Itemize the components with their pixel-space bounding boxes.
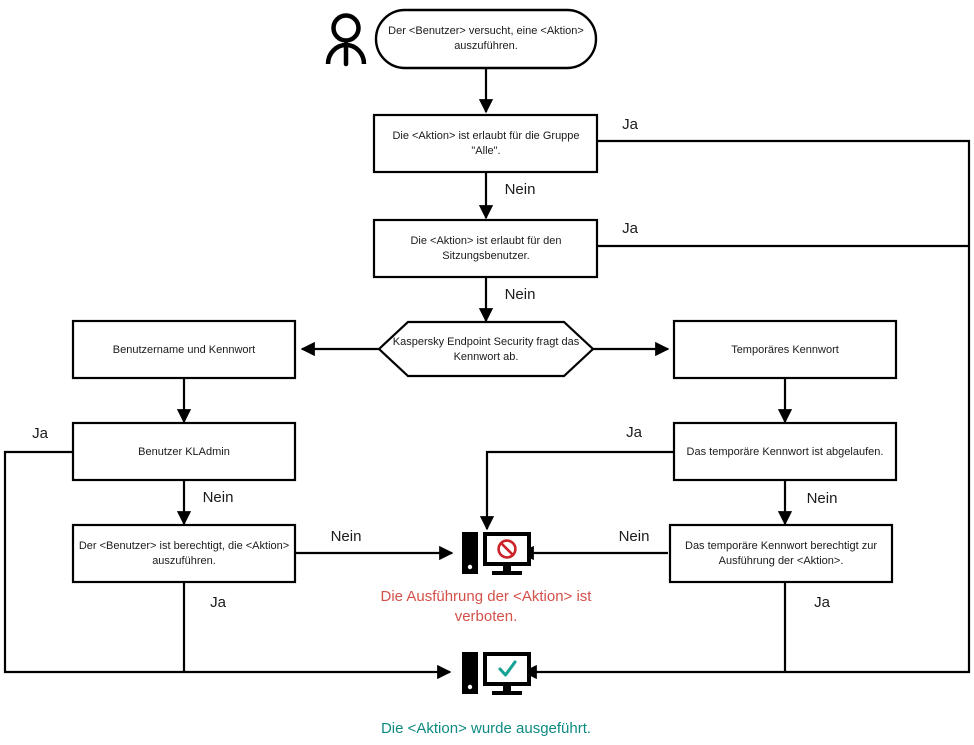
node-temp-authorizes-line1: Das temporäre Kennwort berechtigt zur	[685, 540, 877, 552]
deny-caption-line2: verboten.	[455, 608, 518, 625]
node-start-line2: auszuführen.	[454, 40, 518, 52]
edge-temp-expired-yes-to-deny	[479, 450, 673, 531]
edge-label-kladmin-yes: Ja	[32, 425, 49, 442]
node-temp-authorizes	[668, 523, 894, 584]
node-check-session-user-line2: Sitzungsbenutzer.	[442, 250, 529, 262]
edge-label-temp-authorizes-yes: Ja	[814, 594, 831, 611]
node-user-authorized-line2: auszuführen.	[152, 555, 216, 567]
edge-label-session-user-yes: Ja	[622, 220, 639, 237]
node-temp-authorizes-line2: Ausführung der <Aktion>.	[719, 555, 844, 567]
node-start-line1: Der <Benutzer> versucht, eine <Aktion>	[388, 25, 584, 37]
node-temp-password	[672, 319, 898, 380]
edge-kladmin-yes-to-allow	[3, 450, 452, 680]
edge-label-group-all-yes: Ja	[622, 116, 639, 133]
node-prompt-password	[377, 320, 595, 378]
node-check-group-all-line2: "Alle".	[471, 145, 500, 157]
person-icon	[325, 13, 367, 67]
node-check-session-user-line1: Die <Aktion> ist erlaubt für den	[410, 235, 561, 247]
edge-label-kladmin-no: Nein	[203, 489, 234, 506]
node-user-kladmin-label: Benutzer KLAdmin	[138, 446, 230, 458]
allow-caption-line1: Die <Aktion> wurde ausgeführt.	[381, 720, 591, 737]
computer-forbidden-icon	[462, 532, 531, 575]
node-prompt-password-line1: Kaspersky Endpoint Security fragt das	[393, 336, 580, 348]
edge-label-temp-expired-yes: Ja	[626, 424, 643, 441]
edge-label-temp-authorizes-no: Nein	[619, 528, 650, 545]
edge-label-authorized-no: Nein	[331, 528, 362, 545]
node-username-password	[71, 319, 297, 380]
node-check-group-all	[372, 113, 599, 174]
node-check-group-all-line1: Die <Aktion> ist erlaubt für die Gruppe	[392, 130, 579, 142]
node-check-session-user	[372, 218, 599, 279]
node-temp-expired	[672, 421, 898, 482]
edge-label-group-all-no: Nein	[505, 181, 536, 198]
node-username-password-label: Benutzername und Kennwort	[113, 344, 255, 356]
edge-group-yes-to-allow	[522, 139, 971, 680]
edge-label-temp-expired-no: Nein	[807, 490, 838, 507]
node-user-authorized-line1: Der <Benutzer> ist berechtigt, die <Akti…	[79, 540, 289, 552]
node-start	[374, 8, 598, 70]
node-temp-expired-label: Das temporäre Kennwort ist abgelaufen.	[687, 446, 884, 458]
node-user-authorized	[71, 523, 297, 584]
node-prompt-password-line2: Kennwort ab.	[454, 351, 519, 363]
node-user-kladmin	[71, 421, 297, 482]
edge-label-authorized-yes: Ja	[210, 594, 227, 611]
edge-label-session-user-no: Nein	[505, 286, 536, 303]
deny-caption-line1: Die Ausführung der <Aktion> ist	[381, 588, 593, 605]
computer-check-icon	[462, 652, 531, 695]
node-temp-password-label: Temporäres Kennwort	[731, 344, 839, 356]
